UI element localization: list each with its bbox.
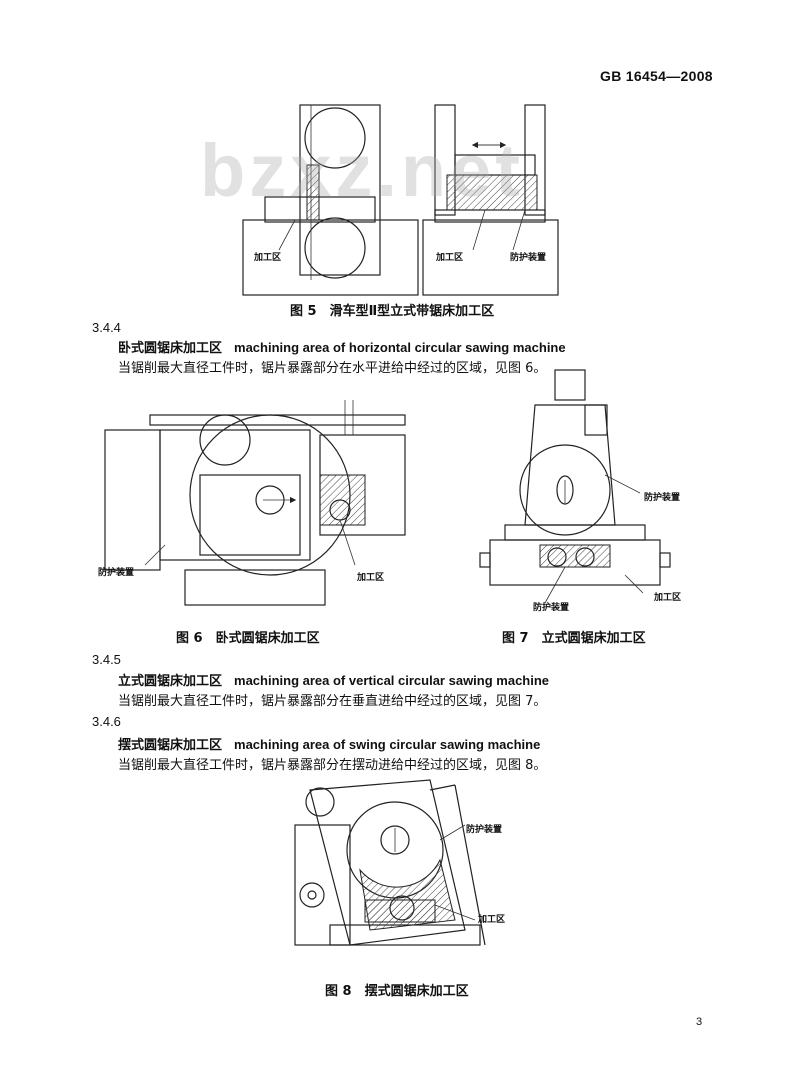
- figure-8-label-guard: 防护装置: [466, 825, 503, 835]
- figure-5-label-guard: 防护装置: [510, 253, 547, 263]
- section-3-4-4-number: 3.4.4: [92, 320, 121, 335]
- section-3-4-6-term-zh: 摆式圆锯床加工区: [118, 738, 223, 753]
- section-3-4-4-definition: 当锯削最大直径工件时，锯片暴露部分在水平进给中经过的区域，见图 6。: [118, 361, 547, 376]
- figure-8-label-machining: 加工区: [478, 915, 506, 925]
- section-3-4-6-number: 3.4.6: [92, 714, 121, 729]
- figure-7-caption: 图 7 立式圆锯床加工区: [502, 631, 646, 646]
- section-3-4-6-definition: 当锯削最大直径工件时，锯片暴露部分在摆动进给中经过的区域，见图 8。: [118, 758, 547, 773]
- figure-6-drawing: [104, 400, 406, 606]
- figure-6-caption: 图 6 卧式圆锯床加工区: [176, 631, 320, 646]
- figure-7-label-guard-top: 防护装置: [644, 493, 681, 503]
- section-3-4-5-definition: 当锯削最大直径工件时，锯片暴露部分在垂直进给中经过的区域，见图 7。: [118, 694, 547, 709]
- page-number: 3: [696, 1016, 703, 1028]
- watermark: bzxz.net: [200, 129, 524, 212]
- figure-5-label-machining-right: 加工区: [436, 253, 464, 263]
- section-3-4-4-term-en: machining area of horizontal circular sa…: [234, 340, 566, 355]
- section-3-4-4-term: 卧式圆锯床加工区 machining area of horizontal cir…: [118, 337, 566, 356]
- standard-code: GB 16454—2008: [600, 68, 713, 84]
- figure-7-drawing: [479, 369, 671, 604]
- figure-5-label-machining-left: 加工区: [254, 253, 282, 263]
- figure-6-label-guard: 防护装置: [98, 568, 135, 578]
- section-3-4-5-term: 立式圆锯床加工区 machining area of vertical circu…: [118, 670, 549, 689]
- figure-5-right-machine: [422, 104, 559, 296]
- figure-6-label-machining: 加工区: [357, 573, 385, 583]
- figure-7-label-guard-bottom: 防护装置: [533, 603, 570, 613]
- figure-5-drawing: [242, 104, 559, 296]
- section-3-4-5-term-en: machining area of vertical circular sawi…: [234, 673, 550, 688]
- section-3-4-5-term-zh: 立式圆锯床加工区: [118, 674, 223, 689]
- figure-8-drawing: [294, 779, 486, 946]
- section-3-4-6-term: 摆式圆锯床加工区 machining area of swing circular…: [118, 734, 540, 753]
- figure-7-label-machining: 加工区: [654, 593, 682, 603]
- section-3-4-6-term-en: machining area of swing circular sawing …: [234, 737, 541, 752]
- section-3-4-5-number: 3.4.5: [92, 652, 121, 667]
- figure-5-caption: 图 5 滑车型Ⅱ型立式带锯床加工区: [290, 304, 495, 319]
- figure-8-caption: 图 8 摆式圆锯床加工区: [325, 984, 469, 999]
- figure-5-left-machine: [242, 104, 419, 296]
- section-3-4-4-term-zh: 卧式圆锯床加工区: [118, 341, 223, 356]
